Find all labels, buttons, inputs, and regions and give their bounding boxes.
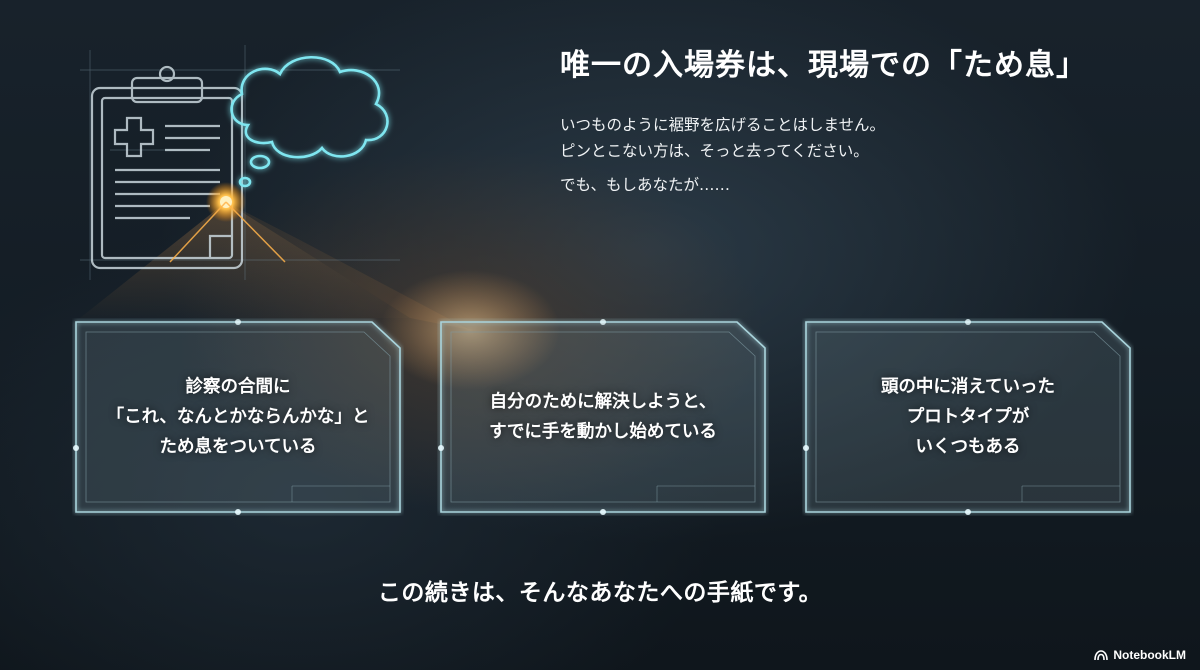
card-frame: [803, 319, 1131, 515]
card-text: 頭の中に消えていった プロトタイプが いくつもある: [881, 372, 1055, 462]
card-line: ため息をついている: [159, 437, 317, 457]
intro-line: いつものように裾野を広げることはしません。: [560, 116, 886, 134]
card-frame: [73, 319, 401, 515]
closing-message: この続きは、そんなあなたへの手紙です。: [377, 580, 823, 606]
intro-text: いつものように裾野を広げることはしません。 ピンとこない方は、そっと去ってくださ…: [560, 112, 885, 198]
card-line: プロトタイプが: [906, 407, 1030, 427]
brand-watermark: NotebookLM: [1094, 648, 1186, 662]
card-frame: [438, 319, 766, 515]
brand-name: NotebookLM: [1113, 648, 1186, 662]
card-already-building: 自分のために解決しようと、 すでに手を動かし始めている: [437, 318, 769, 516]
medical-clipboard-icon: [90, 65, 244, 270]
card-line: 診察の合間に: [185, 377, 291, 397]
clipboard-illustration: [80, 45, 400, 280]
card-lost-prototypes: 頭の中に消えていった プロトタイプが いくつもある: [802, 318, 1134, 516]
card-line: 「これ、なんとかならんかな」と: [106, 407, 370, 427]
intro-line: ピンとこない方は、そっと去ってください。: [560, 142, 869, 160]
notebooklm-logo-icon: [1094, 649, 1109, 660]
thought-bubble-icon: [230, 55, 389, 188]
card-text: 診察の合間に 「これ、なんとかならんかな」と ため息をついている: [107, 372, 370, 462]
card-line: 自分のために解決しようと、: [489, 392, 717, 412]
intro-line: でも、もしあなたが……: [560, 176, 731, 194]
card-text: 自分のために解決しようと、 すでに手を動かし始めている: [489, 387, 717, 447]
headline: 唯一の入場券は、現場での「ため息」: [560, 48, 1087, 83]
card-line: 頭の中に消えていった: [880, 377, 1056, 397]
card-sighing: 診察の合間に 「これ、なんとかならんかな」と ため息をついている: [72, 318, 404, 516]
card-line: すでに手を動かし始めている: [489, 422, 717, 442]
card-line: いくつもある: [915, 437, 1021, 457]
